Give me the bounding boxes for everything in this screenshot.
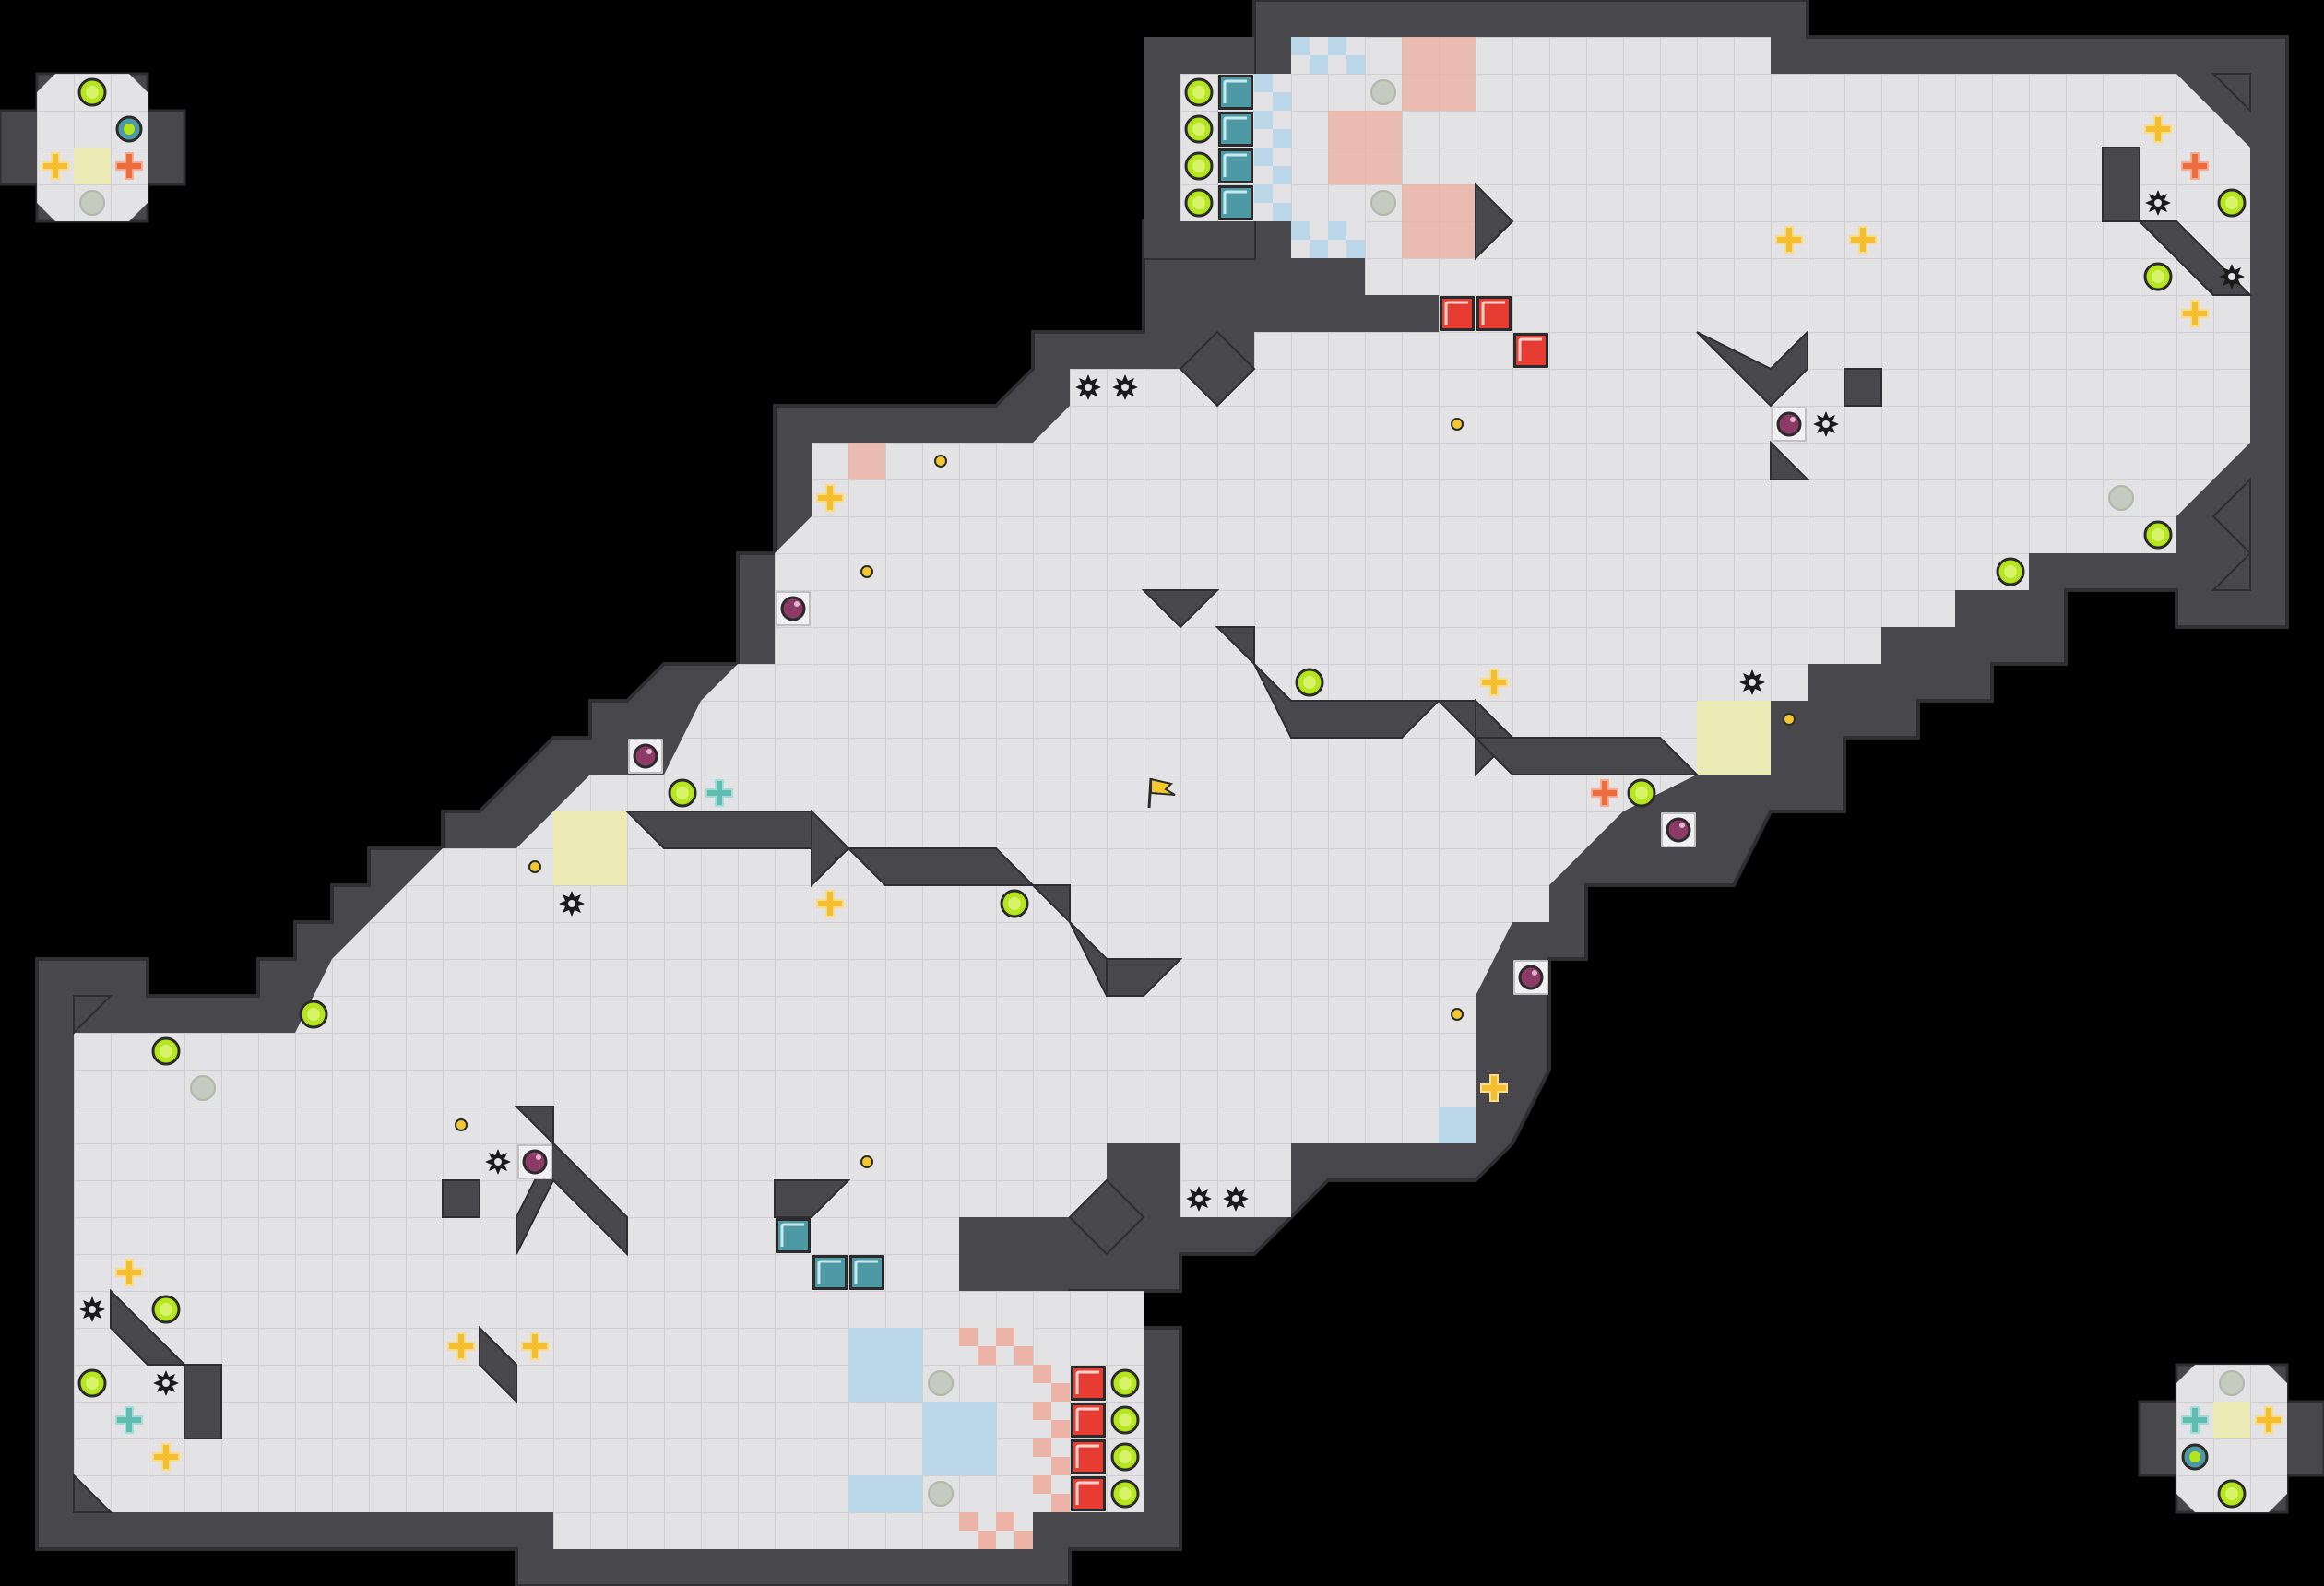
- spike-icon: [1813, 411, 1839, 437]
- spike-icon: [1075, 374, 1101, 400]
- red-gate-icon: [1512, 332, 1549, 369]
- bomb-icon: [1771, 406, 1808, 443]
- inactive-ball-icon: [928, 1481, 954, 1507]
- spike-icon: [79, 1296, 105, 1322]
- zones: [553, 37, 1771, 1549]
- red-gate-icon: [1476, 295, 1512, 332]
- inactive-ball-icon: [2108, 485, 2134, 511]
- spike-icon: [2145, 190, 2171, 216]
- spike-icon: [153, 1370, 179, 1396]
- bomb-icon: [516, 1143, 553, 1180]
- ball-icon: [1110, 1368, 1140, 1398]
- red-gate-icon: [1070, 1438, 1107, 1475]
- ball-icon: [1110, 1405, 1140, 1435]
- dot-icon: [860, 565, 873, 578]
- inactive-ball-icon: [1370, 190, 1396, 216]
- ball-icon: [77, 1368, 107, 1398]
- red-gate-icon: [1070, 1402, 1107, 1438]
- ball-icon: [1295, 668, 1324, 697]
- ball-icon: [668, 778, 697, 808]
- blue-gate-icon: [775, 1217, 812, 1254]
- blue-gate-icon: [812, 1254, 848, 1291]
- blue-gate-icon: [1217, 184, 1254, 221]
- dot-icon: [934, 455, 947, 468]
- dot-icon: [1451, 418, 1464, 431]
- dot-icon: [860, 1155, 873, 1168]
- red-gate-icon: [1439, 295, 1476, 332]
- dot-icon: [1783, 713, 1796, 726]
- blue-gate-icon: [1217, 111, 1254, 148]
- spawn-pod-bottom-right: [2138, 1363, 2324, 1514]
- blue-gate-icon: [1217, 148, 1254, 184]
- bomb-icon: [775, 590, 812, 627]
- ball-icon: [77, 77, 107, 107]
- spike-icon: [559, 891, 585, 917]
- ball-icon: [2143, 262, 2173, 291]
- ball-icon: [1627, 778, 1656, 808]
- obstacles: [73, 73, 2253, 1513]
- ball-icon: [1184, 77, 1214, 107]
- ball-icon: [151, 1036, 181, 1066]
- portal-icon: [2181, 1443, 2209, 1471]
- bomb-icon: [1660, 811, 1697, 848]
- inactive-ball-icon: [928, 1370, 954, 1396]
- red-gate-icon: [1070, 1475, 1107, 1512]
- ball-icon: [1000, 889, 1029, 918]
- spike-icon: [1112, 374, 1138, 400]
- ball-icon: [2143, 520, 2173, 550]
- blue-gate-icon: [1217, 74, 1254, 111]
- inactive-ball-icon: [79, 190, 105, 216]
- ball-icon: [1184, 114, 1214, 144]
- bomb-icon: [627, 738, 664, 775]
- inactive-ball-icon: [2219, 1370, 2245, 1396]
- ball-icon: [1184, 188, 1214, 218]
- ball-icon: [1996, 557, 2025, 586]
- spike-icon: [1739, 669, 1765, 695]
- inactive-ball-icon: [1370, 79, 1396, 105]
- spike-icon: [1186, 1186, 1212, 1212]
- ball-icon: [1110, 1442, 1140, 1472]
- dot-icon: [1451, 1008, 1464, 1021]
- portal-icon: [115, 115, 143, 143]
- ball-icon: [1184, 151, 1214, 181]
- spawn-pod-top-left: [0, 72, 186, 223]
- spike-icon: [1223, 1186, 1249, 1212]
- blue-gate-icon: [848, 1254, 885, 1291]
- dot-icon: [528, 860, 541, 873]
- inactive-ball-icon: [190, 1075, 216, 1101]
- red-gate-icon: [1070, 1365, 1107, 1402]
- spike-icon: [485, 1149, 511, 1175]
- ball-icon: [2217, 1479, 2247, 1509]
- ball-icon: [1110, 1479, 1140, 1509]
- ball-icon: [2217, 188, 2247, 218]
- spike-icon: [2219, 264, 2245, 290]
- ball-icon: [151, 1295, 181, 1324]
- ball-icon: [299, 1000, 328, 1029]
- bomb-icon: [1512, 959, 1549, 996]
- dot-icon: [455, 1118, 468, 1131]
